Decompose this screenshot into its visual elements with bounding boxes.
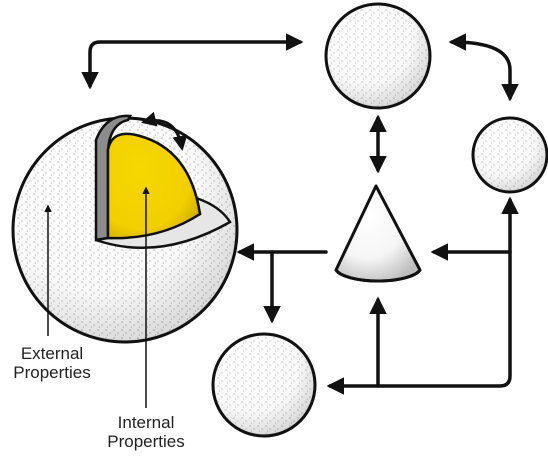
arrows: [81, 33, 519, 395]
internal-properties-label: Internal Properties: [94, 413, 198, 451]
inner-core: [106, 132, 202, 240]
external-label-line2: Properties: [13, 363, 91, 382]
cone: [334, 184, 422, 283]
arrow-top-to-right: [448, 33, 519, 102]
rotate-arrow: [141, 111, 188, 151]
sphere-top: [324, 2, 432, 110]
internal-label-line1: Internal: [117, 413, 175, 432]
external-label-line1: External: [20, 344, 84, 363]
arrow-top-to-cutaway: [81, 33, 304, 90]
internal-label-line2: Properties: [107, 432, 185, 451]
sphere-right: [471, 116, 548, 194]
cutaway-sphere: [11, 111, 239, 344]
sphere-bottom: [211, 332, 317, 438]
arrow-right-to-cone: [430, 196, 519, 261]
arrow-bottom-loop: [326, 250, 512, 395]
external-properties-label: External Properties: [2, 344, 102, 382]
